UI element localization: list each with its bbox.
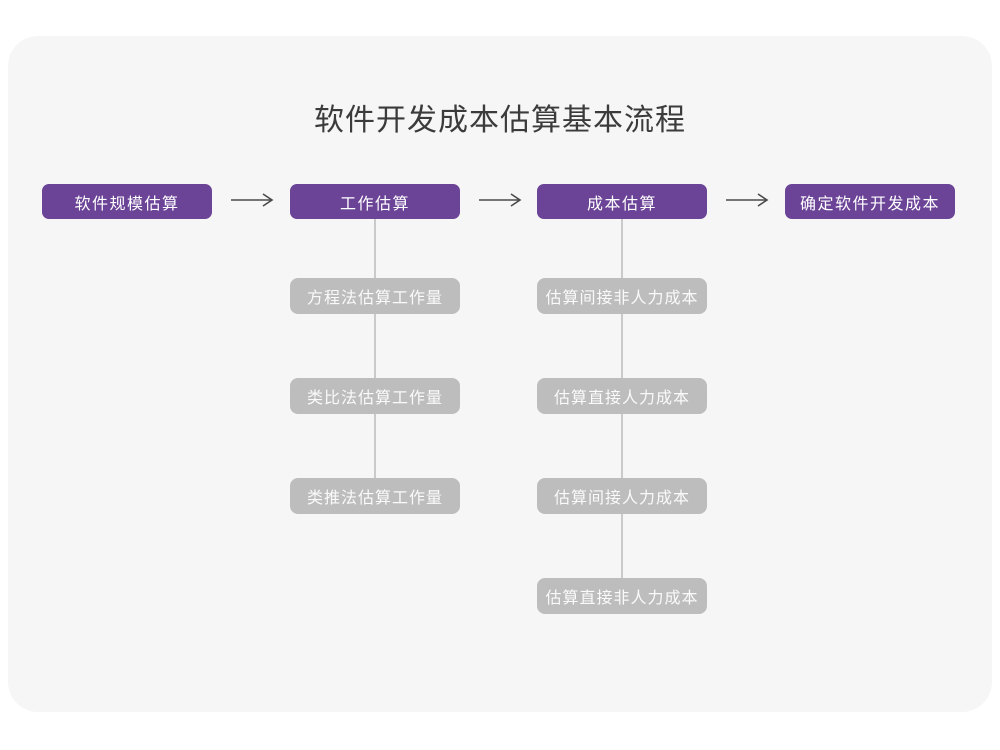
substep-node-equation-method: 方程法估算工作量 bbox=[290, 278, 460, 314]
diagram-card bbox=[8, 36, 992, 712]
arrow-right-icon bbox=[477, 192, 523, 208]
substep-node-analogy-method: 类比法估算工作量 bbox=[290, 378, 460, 414]
connector-line-work-estimation bbox=[374, 219, 376, 478]
substep-node-direct-nonlabor-cost: 估算直接非人力成本 bbox=[537, 578, 707, 614]
stage-node-software-scale-estimation: 软件规模估算 bbox=[42, 184, 212, 219]
stage-node-work-estimation: 工作估算 bbox=[290, 184, 460, 219]
arrow-right-icon bbox=[229, 192, 275, 208]
stage-node-cost-estimation: 成本估算 bbox=[537, 184, 707, 219]
substep-node-indirect-labor-cost: 估算间接人力成本 bbox=[537, 478, 707, 514]
diagram-title: 软件开发成本估算基本流程 bbox=[314, 104, 686, 137]
arrow-right-icon bbox=[724, 192, 770, 208]
stage-node-determine-dev-cost: 确定软件开发成本 bbox=[785, 184, 955, 219]
substep-node-indirect-nonlabor-cost: 估算间接非人力成本 bbox=[537, 278, 707, 314]
substep-node-direct-labor-cost: 估算直接人力成本 bbox=[537, 378, 707, 414]
substep-node-extrapolation-method: 类推法估算工作量 bbox=[290, 478, 460, 514]
